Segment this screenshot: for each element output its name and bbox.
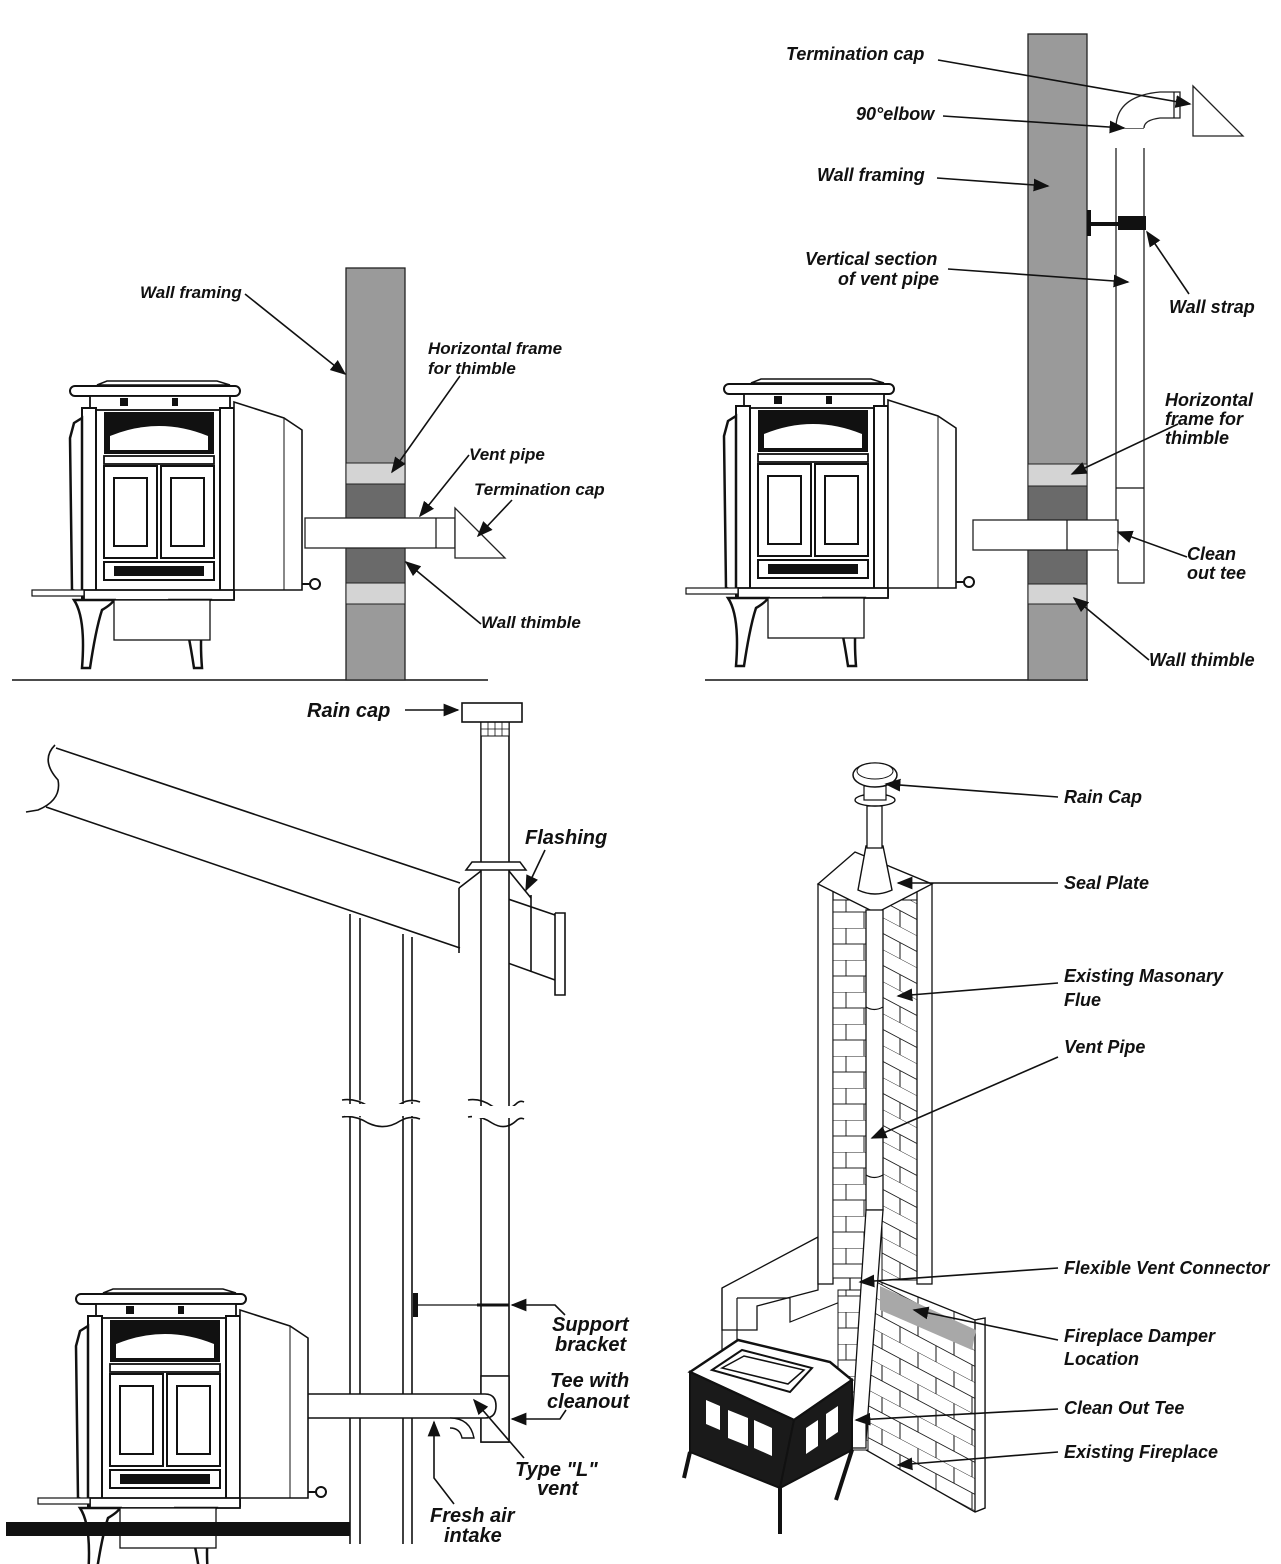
label-termination-cap: Termination cap bbox=[786, 44, 924, 64]
label-wall-thimble: Wall thimble bbox=[1149, 650, 1255, 670]
wall-thimble-lower bbox=[345, 547, 406, 584]
wall-thimble-upper bbox=[1027, 485, 1088, 521]
vent-pipe bbox=[304, 517, 456, 549]
label-wall-framing: Wall framing bbox=[140, 283, 242, 302]
label-wall-framing: Wall framing bbox=[817, 165, 925, 185]
pellet-stove-side bbox=[684, 377, 976, 668]
label-wall-thimble: Wall thimble bbox=[481, 613, 581, 632]
panel-vertical-outside-wall: Termination cap 90°elbow Wall framing Ve… bbox=[684, 33, 1255, 681]
termination-cap bbox=[1192, 84, 1245, 137]
label-90-elbow: 90°elbow bbox=[856, 104, 935, 124]
vent-pipe bbox=[865, 909, 884, 1211]
label-wall-strap: Wall strap bbox=[1169, 297, 1255, 317]
label-type-l-vent: Type "L" bbox=[515, 1459, 598, 1481]
rain-cap bbox=[461, 702, 523, 723]
horizontal-frame-thimble-bottom bbox=[345, 582, 406, 605]
storm-collar bbox=[464, 861, 528, 871]
pellet-stove-side bbox=[30, 379, 322, 670]
svg-text:frame for: frame for bbox=[1165, 409, 1244, 429]
90-degree-elbow bbox=[1115, 91, 1181, 129]
clean-out-tee bbox=[850, 1420, 867, 1449]
flashing bbox=[458, 870, 532, 899]
panel-masonry-chimney: Rain Cap Seal Plate Existing Masonary Fl… bbox=[682, 762, 1270, 1534]
label-fresh-air-intake: Fresh air bbox=[430, 1505, 516, 1527]
support-bracket bbox=[413, 1293, 418, 1317]
vertical-vent-pipe bbox=[480, 721, 510, 1443]
label-flashing: Flashing bbox=[525, 827, 607, 849]
svg-text:for thimble: for thimble bbox=[428, 359, 516, 378]
svg-text:out tee: out tee bbox=[1187, 563, 1246, 583]
roof-bottom-edge bbox=[45, 806, 461, 949]
floor bbox=[6, 1522, 350, 1536]
label-vent-pipe: Vent pipe bbox=[469, 445, 545, 464]
label-clean-out-tee: Clean bbox=[1187, 544, 1236, 564]
svg-text:vent: vent bbox=[537, 1478, 579, 1500]
svg-text:thimble: thimble bbox=[1165, 428, 1229, 448]
label-support-bracket: Support bbox=[552, 1314, 630, 1336]
label-horizontal-frame: Horizontal frame bbox=[428, 339, 562, 358]
label-tee-with-cleanout: Tee with bbox=[550, 1370, 629, 1392]
svg-text:bracket: bracket bbox=[555, 1334, 627, 1356]
label-clean-out-tee: Clean Out Tee bbox=[1064, 1398, 1184, 1418]
fresh-air-intake bbox=[449, 1417, 475, 1439]
vertical-vent-pipe bbox=[1115, 148, 1145, 584]
label-existing-masonary-flue: Existing Masonary bbox=[1064, 966, 1224, 986]
label-seal-plate: Seal Plate bbox=[1064, 873, 1149, 893]
svg-text:Location: Location bbox=[1064, 1349, 1139, 1369]
panel-horizontal-through-wall: Wall framing Horizontal frame for thimbl… bbox=[12, 267, 605, 681]
svg-text:of vent pipe: of vent pipe bbox=[838, 269, 939, 289]
panel-through-roof: Rain cap Flashing Support bracket Tee wi… bbox=[6, 700, 631, 1564]
label-fireplace-damper: Fireplace Damper bbox=[1064, 1326, 1216, 1346]
label-horizontal-frame: Horizontal bbox=[1165, 390, 1254, 410]
label-vent-pipe: Vent Pipe bbox=[1064, 1037, 1145, 1057]
label-rain-cap: Rain Cap bbox=[1064, 787, 1142, 807]
roof-break bbox=[25, 744, 60, 813]
svg-text:intake: intake bbox=[444, 1525, 502, 1547]
label-termination-cap: Termination cap bbox=[474, 480, 605, 499]
masonry-flue-left bbox=[832, 899, 872, 1279]
svg-text:Flue: Flue bbox=[1064, 990, 1101, 1010]
type-l-vent bbox=[288, 1393, 497, 1419]
wall-thimble-upper bbox=[345, 483, 406, 521]
masonry-flue-right bbox=[881, 899, 918, 1281]
horizontal-frame-thimble-bottom bbox=[1027, 583, 1088, 605]
label-rain-cap: Rain cap bbox=[307, 700, 390, 722]
label-existing-fireplace: Existing Fireplace bbox=[1064, 1442, 1218, 1462]
label-vertical-section: Vertical section bbox=[805, 249, 937, 269]
label-flexible-vent-connector: Flexible Vent Connector bbox=[1064, 1258, 1270, 1278]
vent-pipe-horizontal bbox=[972, 519, 1119, 551]
wall-strap bbox=[1118, 216, 1146, 230]
svg-text:cleanout: cleanout bbox=[547, 1391, 631, 1413]
wall-thimble-lower bbox=[1027, 549, 1088, 585]
pellet-stove-iso bbox=[682, 1338, 855, 1534]
roof-top-edge bbox=[55, 747, 461, 884]
horizontal-frame-thimble-top bbox=[1027, 463, 1088, 487]
